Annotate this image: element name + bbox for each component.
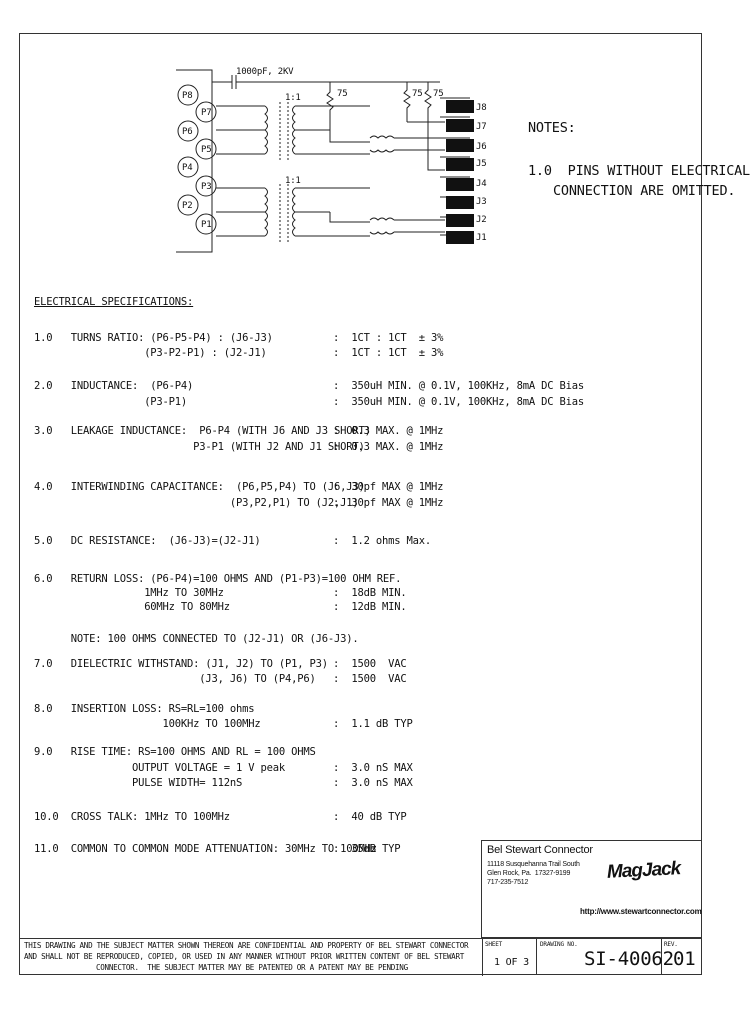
notes-line: 1.0 PINS WITHOUT ELECTRICAL	[528, 163, 750, 179]
sheet-value: 1 OF 3	[494, 957, 529, 968]
resistor-label: 75	[412, 89, 423, 99]
specs-heading: ELECTRICAL SPECIFICATIONS:	[34, 296, 194, 308]
notes-heading: NOTES:	[528, 120, 576, 136]
spec-label: (J3, J6) TO (P4,P6)	[34, 673, 316, 685]
spec-value: : 30pf MAX @ 1MHz	[333, 481, 444, 493]
spec-label: 11.0 COMMON TO COMMON MODE ATTENUATION: …	[34, 843, 377, 855]
spec-value: : 1500 VAC	[333, 673, 407, 685]
pin-label: J7	[476, 122, 487, 132]
sheet-label: SHEET	[485, 941, 503, 948]
rev-label: REV.	[664, 941, 678, 948]
pin-label: P4	[182, 163, 193, 173]
pin-label: J2	[476, 215, 487, 225]
spec-value: : 1.2 ohms Max.	[333, 535, 431, 547]
spec-value: : 3.0 nS MAX	[333, 762, 413, 774]
drawing-number: SI-40062	[584, 948, 674, 970]
spec-value: : 0.3 MAX. @ 1MHz	[333, 425, 444, 437]
pin-label: P8	[182, 91, 193, 101]
spec-label: 10.0 CROSS TALK: 1MHz TO 100MHz	[34, 811, 230, 823]
turns-label: 1:1	[285, 176, 301, 186]
disclaimer-line: CONNECTOR. THE SUBJECT MATTER MAY BE PAT…	[96, 963, 408, 972]
spec-value: : 35dB TYP	[333, 843, 401, 855]
spec-label: 4.0 INTERWINDING CAPACITANCE: (P6,P5,P4)…	[34, 481, 365, 493]
rev-cell	[662, 938, 702, 975]
spec-value: : 1CT : 1CT ± 3%	[333, 332, 444, 344]
spec-label: 9.0 RISE TIME: RS=100 OHMS AND RL = 100 …	[34, 746, 316, 758]
spec-label: 7.0 DIELECTRIC WITHSTAND: (J1, J2) TO (P…	[34, 658, 328, 670]
spec-label: (P3-P1)	[34, 396, 188, 408]
company-name: Bel Stewart Connector	[487, 844, 593, 856]
drawing-cell	[537, 938, 662, 975]
spec-value: : 1CT : 1CT ± 3%	[333, 347, 444, 359]
turns-label: 1:1	[285, 93, 301, 103]
spec-label: PULSE WIDTH= 112nS	[34, 777, 243, 789]
pin-label: J8	[476, 103, 487, 113]
spec-value: : 350uH MIN. @ 0.1V, 100KHz, 8mA DC Bias	[333, 380, 584, 392]
spec-value: : 1500 VAC	[333, 658, 407, 670]
spec-label: 2.0 INDUCTANCE: (P6-P4)	[34, 380, 194, 392]
spec-label: 60MHz TO 80MHz	[34, 601, 230, 613]
spec-value: : 3.0 nS MAX	[333, 777, 413, 789]
resistor-label: 75	[337, 89, 348, 99]
disclaimer-line: AND SHALL NOT BE REPRODUCED, COPIED, OR …	[24, 952, 464, 961]
pin-label: J3	[476, 197, 487, 207]
resistor-label: 75	[433, 89, 444, 99]
spec-value: : 12dB MIN.	[333, 601, 407, 613]
spec-label: OUTPUT VOLTAGE = 1 V peak	[34, 762, 285, 774]
spec-value: : 30pf MAX @ 1MHz	[333, 497, 444, 509]
spec-label: P3-P1 (WITH J2 AND J1 SHORT)	[34, 441, 365, 453]
spec-label: 8.0 INSERTION LOSS: RS=RL=100 ohms	[34, 703, 255, 715]
pin-label: P6	[182, 127, 193, 137]
pin-label: J4	[476, 179, 487, 189]
rev-value: 01	[673, 948, 696, 970]
spec-label: 5.0 DC RESISTANCE: (J6-J3)=(J2-J1)	[34, 535, 261, 547]
drawing-frame	[19, 33, 702, 975]
pin-label: J1	[476, 233, 487, 243]
address-line: Glen Rock, Pa. 17327-9199	[487, 870, 571, 877]
disclaimer-box	[19, 938, 483, 976]
sheet-cell	[482, 938, 537, 975]
title-block	[481, 840, 702, 938]
spec-label: 1MHz TO 30MHz	[34, 587, 224, 599]
notes-line: CONNECTION ARE OMITTED.	[553, 183, 736, 199]
spec-value: : 350uH MIN. @ 0.1V, 100KHz, 8mA DC Bias	[333, 396, 584, 408]
spec-value: : 18dB MIN.	[333, 587, 407, 599]
spec-label: 1.0 TURNS RATIO: (P6-P5-P4) : (J6-J3)	[34, 332, 273, 344]
address-line: 11118 Susquehanna Trail South	[487, 861, 580, 868]
spec-value: : 40 dB TYP	[333, 811, 407, 823]
pin-label: P7	[201, 108, 212, 118]
pin-label: P5	[201, 145, 212, 155]
magjack-logo: MagJack	[606, 858, 681, 883]
pin-label: P3	[201, 182, 212, 192]
website-url: http://www.stewartconnector.com	[580, 907, 702, 916]
spec-label: (P3,P2,P1) TO (J2,J1)	[34, 497, 359, 509]
pin-label: P1	[201, 220, 212, 230]
spec-value: : 1.1 dB TYP	[333, 718, 413, 730]
spec-label: 3.0 LEAKAGE INDUCTANCE: P6-P4 (WITH J6 A…	[34, 425, 371, 437]
pin-label: P2	[182, 201, 193, 211]
pin-label: J5	[476, 159, 487, 169]
capacitor-label: 1000pF, 2KV	[236, 67, 294, 77]
spec-value: : 0.3 MAX. @ 1MHz	[333, 441, 444, 453]
spec-label: (P3-P2-P1) : (J2-J1)	[34, 347, 267, 359]
pin-label: J6	[476, 142, 487, 152]
drawing-label: DRAWING NO.	[540, 941, 578, 948]
schematic-diagram	[176, 69, 474, 253]
phone-line: 717-235-7512	[487, 879, 529, 886]
spec-label: 6.0 RETURN LOSS: (P6-P4)=100 OHMS AND (P…	[34, 573, 402, 585]
disclaimer-line: THIS DRAWING AND THE SUBJECT MATTER SHOW…	[24, 941, 469, 950]
spec-label: NOTE: 100 OHMS CONNECTED TO (J2-J1) OR (…	[34, 633, 359, 645]
spec-label: 100KHz TO 100MHz	[34, 718, 261, 730]
